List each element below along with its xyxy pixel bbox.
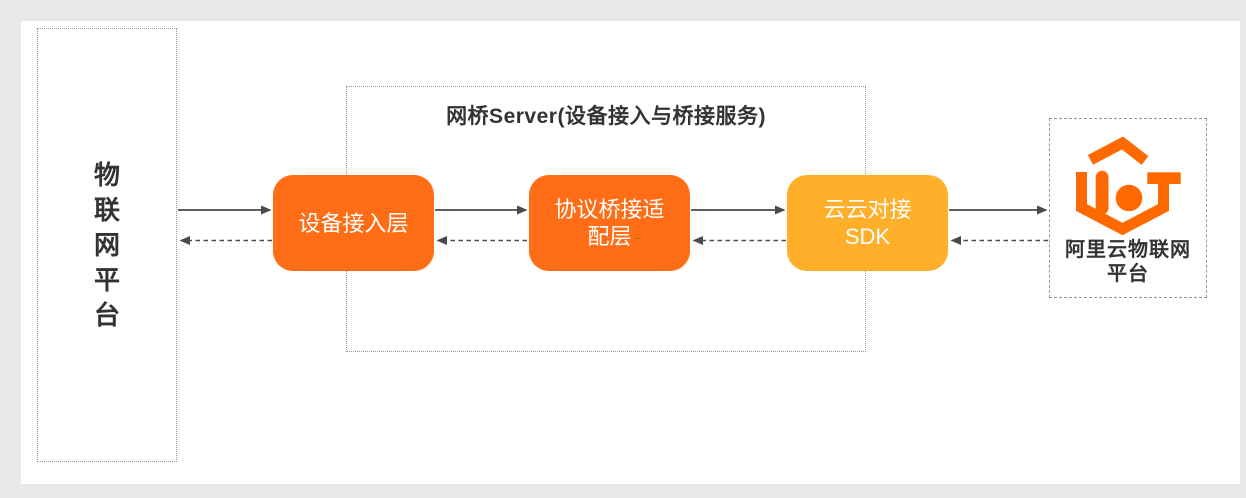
iot-platform-box: 物联网平台	[37, 28, 177, 462]
aliyun-iot-icon	[1076, 136, 1181, 236]
aliyun-iot-platform-box: 阿里云物联网 平台	[1049, 118, 1207, 298]
device-access-layer-node: 设备接入层	[273, 175, 434, 271]
protocol-bridge-adapter-node: 协议桥接适 配层	[529, 175, 690, 271]
aliyun-iot-platform-label: 阿里云物联网 平台	[1065, 239, 1191, 285]
bridge-server-title: 网桥Server(设备接入与桥接服务)	[446, 105, 766, 128]
cloud-to-cloud-sdk-node: 云云对接 SDK	[787, 175, 948, 271]
iot-platform-label: 物联网平台	[93, 159, 120, 330]
